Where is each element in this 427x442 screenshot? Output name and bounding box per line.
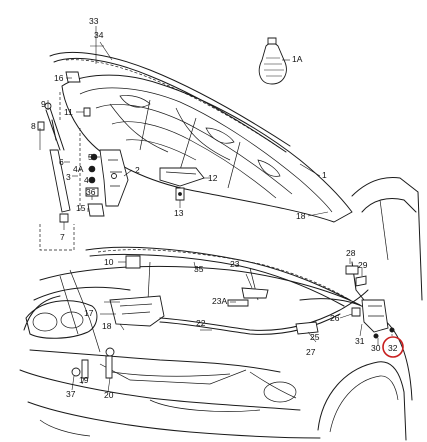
callout-18: 18 — [102, 321, 112, 331]
hinge-strut-assembly — [37, 71, 129, 251]
callout-7: 7 — [60, 232, 65, 242]
callout-23: 23 — [230, 259, 240, 269]
callout-13: 13 — [174, 208, 184, 218]
callout-1: 1 — [322, 170, 327, 180]
callout-1A: 1A — [292, 54, 303, 64]
leader-lines — [39, 26, 393, 393]
callout-8: 8 — [31, 121, 36, 131]
callout-15: 15 — [76, 203, 86, 213]
callout-10: 10 — [104, 257, 114, 267]
release-cable — [97, 249, 369, 335]
callout-4A: 4A — [73, 164, 84, 174]
release-handle — [345, 261, 395, 339]
callout-6: 6 — [59, 157, 64, 167]
lock-carrier-parts — [71, 255, 269, 379]
callout-19: 19 — [79, 375, 89, 385]
lock-bracket — [159, 167, 205, 201]
highlight-ring — [382, 336, 404, 358]
callout-5: 5 — [88, 152, 93, 162]
callout-12: 12 — [208, 173, 218, 183]
callout-25: 25 — [310, 332, 320, 342]
callout-23A: 23A — [212, 296, 227, 306]
callout-37: 37 — [66, 389, 76, 399]
callout-26: 26 — [330, 313, 340, 323]
callout-31: 31 — [355, 336, 365, 346]
callout-17: 17 — [84, 308, 94, 318]
callout-33: 33 — [89, 16, 99, 26]
callout-labels: 33 34 1A 16 9 11 8 5 6 4A 2 3 4 1 12 36 … — [31, 16, 398, 400]
callout-16: 16 — [54, 73, 64, 83]
callout-29: 29 — [358, 260, 368, 270]
callout-27: 27 — [306, 347, 316, 357]
grease-tube-icon — [258, 37, 287, 85]
callout-18-hood: 18 — [296, 211, 306, 221]
car-body — [19, 177, 423, 441]
callout-35: 35 — [194, 264, 204, 274]
callout-11: 11 — [64, 107, 73, 117]
callout-36: 36 — [86, 187, 96, 197]
callout-22: 22 — [196, 318, 206, 328]
callout-9: 9 — [41, 99, 46, 109]
callout-28: 28 — [346, 248, 356, 258]
callout-3: 3 — [66, 172, 71, 182]
callout-30: 30 — [371, 343, 381, 353]
callout-2: 2 — [135, 165, 140, 175]
callout-20: 20 — [104, 390, 114, 400]
callout-32: 32 — [388, 343, 398, 353]
callout-34: 34 — [94, 30, 104, 40]
callout-4: 4 — [84, 175, 89, 185]
